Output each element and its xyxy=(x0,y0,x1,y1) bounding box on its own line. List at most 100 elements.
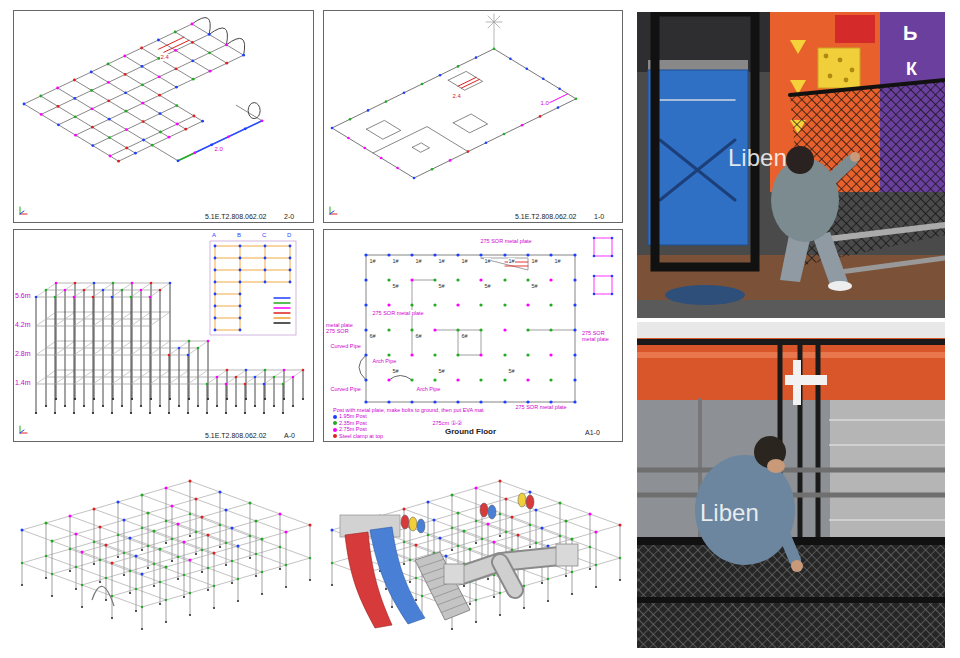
post-dot xyxy=(254,376,257,379)
post-dot xyxy=(51,540,54,543)
post-dot xyxy=(207,534,210,537)
post-dot xyxy=(130,296,133,299)
post-dot xyxy=(141,83,144,86)
post-dot xyxy=(331,529,334,532)
post-dot xyxy=(539,115,542,118)
post-dot xyxy=(387,303,390,306)
dimension: 2.0 xyxy=(214,146,223,153)
rail xyxy=(265,370,284,371)
arch-pipe xyxy=(389,376,412,381)
post-dot xyxy=(195,531,197,533)
post-dot xyxy=(850,152,860,162)
rail xyxy=(112,355,131,356)
rail xyxy=(518,535,548,546)
post-dot xyxy=(131,398,133,400)
rail xyxy=(131,355,150,356)
post-dot xyxy=(206,412,208,414)
post xyxy=(154,531,155,586)
rail xyxy=(160,283,170,290)
post-dot xyxy=(193,151,196,154)
photo-ground xyxy=(637,322,945,648)
plate-detail xyxy=(594,276,612,294)
post-dot xyxy=(93,541,95,543)
post xyxy=(166,567,167,622)
post-dot xyxy=(445,555,448,558)
post xyxy=(196,499,197,554)
rail xyxy=(55,348,65,355)
post xyxy=(310,525,311,580)
post-dot xyxy=(611,237,614,240)
frame-line xyxy=(41,34,209,114)
post-dot xyxy=(279,568,281,570)
post-dot xyxy=(188,340,191,343)
post-dot xyxy=(195,553,197,555)
post-dot xyxy=(245,369,248,372)
key-plan-frame xyxy=(210,241,296,335)
rail xyxy=(530,492,560,503)
plate-note: 275 SOR metal plate xyxy=(480,238,532,244)
post-dot xyxy=(176,123,179,126)
post-dot xyxy=(90,71,93,74)
post-dot xyxy=(292,376,295,379)
rail xyxy=(169,377,179,384)
rail xyxy=(566,514,590,521)
rail xyxy=(172,532,196,539)
post-dot xyxy=(117,534,119,536)
post-dot xyxy=(51,595,53,597)
rail xyxy=(428,502,458,513)
rail xyxy=(150,377,160,384)
post-dot xyxy=(92,296,95,299)
post-dot xyxy=(573,378,576,381)
rail xyxy=(46,549,70,556)
rail xyxy=(22,530,52,541)
post-dot xyxy=(505,498,508,501)
frame-line xyxy=(24,104,119,161)
frame-render xyxy=(21,480,312,631)
post-dot xyxy=(261,538,264,541)
pipe-note: Arch Pipe xyxy=(416,386,441,392)
drawing-number: 5.1E.T2.808.062.02 xyxy=(205,432,267,440)
rail xyxy=(214,546,238,553)
rail xyxy=(46,523,76,534)
post xyxy=(506,499,507,554)
rail xyxy=(428,528,452,535)
rail xyxy=(70,516,100,527)
post-dot xyxy=(197,405,199,407)
net-frame xyxy=(637,597,945,603)
slide xyxy=(370,527,425,624)
rail xyxy=(220,492,250,503)
rail xyxy=(46,290,65,291)
post-dot xyxy=(619,579,621,581)
post-dot xyxy=(595,586,597,588)
post-dot xyxy=(189,535,191,537)
post-dot xyxy=(189,513,191,515)
dimension: 2.4 xyxy=(452,93,461,100)
rail xyxy=(118,495,142,502)
post-dot xyxy=(479,400,482,403)
post-dot xyxy=(244,127,247,130)
rail xyxy=(452,521,476,528)
rail xyxy=(84,290,103,291)
rail xyxy=(207,384,226,385)
post-dot xyxy=(410,378,413,381)
post-dot xyxy=(177,578,179,580)
post-dot xyxy=(309,524,312,527)
post xyxy=(82,552,83,607)
sheet-frame xyxy=(324,230,623,442)
post-tag: 5# xyxy=(438,283,445,289)
post-dot xyxy=(475,599,477,601)
rail xyxy=(84,370,94,377)
rail xyxy=(75,370,94,371)
rail xyxy=(106,571,130,578)
post-dot xyxy=(475,56,478,59)
rail xyxy=(118,502,148,513)
post-dot xyxy=(214,317,217,320)
post-dot xyxy=(509,58,512,61)
rail xyxy=(160,542,184,549)
rail xyxy=(65,348,84,349)
post-dot xyxy=(130,412,132,414)
rail xyxy=(103,290,122,291)
post-dot xyxy=(503,353,506,356)
rail xyxy=(76,534,106,545)
post-dot xyxy=(213,585,215,587)
